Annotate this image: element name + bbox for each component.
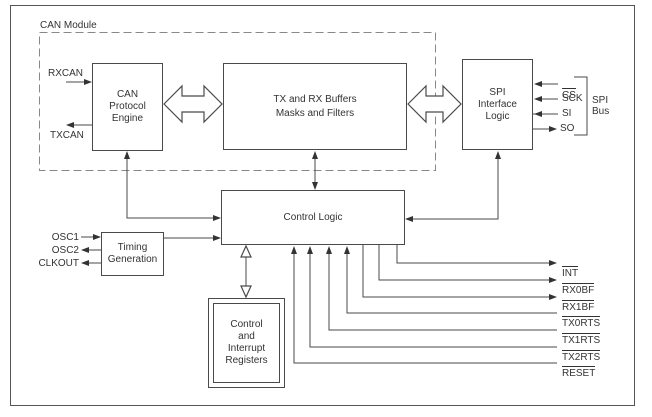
tx-rx-buffers-block: TX and RX Buffers Masks and Filters [223, 63, 407, 150]
osc1-label: OSC1 [51, 232, 79, 243]
txcan-label: TXCAN [50, 130, 84, 141]
cs-label: CS [562, 88, 576, 101]
spi-bus-label: SPI Bus [592, 95, 610, 117]
reset-label: RESET [562, 366, 596, 379]
so-label: SO [560, 123, 575, 134]
spi-controllogic-wire [413, 159, 499, 220]
rx0bf-wire [378, 245, 550, 281]
int-wire [396, 245, 550, 264]
tx2rts-wire [309, 253, 557, 348]
tx0rts-wire [346, 253, 557, 314]
canpe-controllogic-wire [126, 159, 213, 219]
sck-label: SCK [562, 93, 583, 104]
arrowheads [66, 79, 557, 300]
canpe-buffers-double-arrow [163, 84, 223, 124]
rx0bf-label: RX0BF [562, 283, 595, 296]
can-module-label: CAN Module [40, 20, 97, 31]
osc2-label: OSC2 [51, 245, 79, 256]
registers-arrowhead-down [240, 285, 252, 299]
control-interrupt-registers-block: Control and Interrupt Registers [208, 298, 285, 388]
spi-bus-bracket [574, 76, 588, 136]
tx0rts-label: TX0RTS [562, 316, 601, 329]
control-logic-block: Control Logic [221, 190, 405, 245]
hollow-arrows [163, 84, 462, 299]
int-label: INT [562, 266, 579, 279]
can-protocol-engine-block: CAN Protocol Engine [92, 63, 163, 151]
tx1rts-label: TX1RTS [562, 333, 601, 346]
rx1bf-label: RX1BF [562, 300, 595, 313]
can-module-dashed-border [39, 32, 436, 171]
spi-interface-logic-block: SPI Interface Logic [462, 59, 533, 150]
tx1rts-wire [328, 253, 557, 331]
outer-border [10, 5, 635, 406]
control-interrupt-registers-inner: Control and Interrupt Registers [213, 303, 280, 383]
rx1bf-wire [362, 245, 550, 298]
clkout-label: CLKOUT [38, 258, 79, 269]
buffers-spi-double-arrow [407, 84, 462, 124]
registers-arrowhead-up [240, 244, 252, 258]
timing-generation-block: Timing Generation [101, 232, 164, 276]
reset-wire [293, 253, 557, 364]
rxcan-label: RXCAN [48, 68, 84, 79]
tx2rts-label: TX2RTS [562, 350, 601, 363]
si-label: SI [562, 108, 572, 119]
